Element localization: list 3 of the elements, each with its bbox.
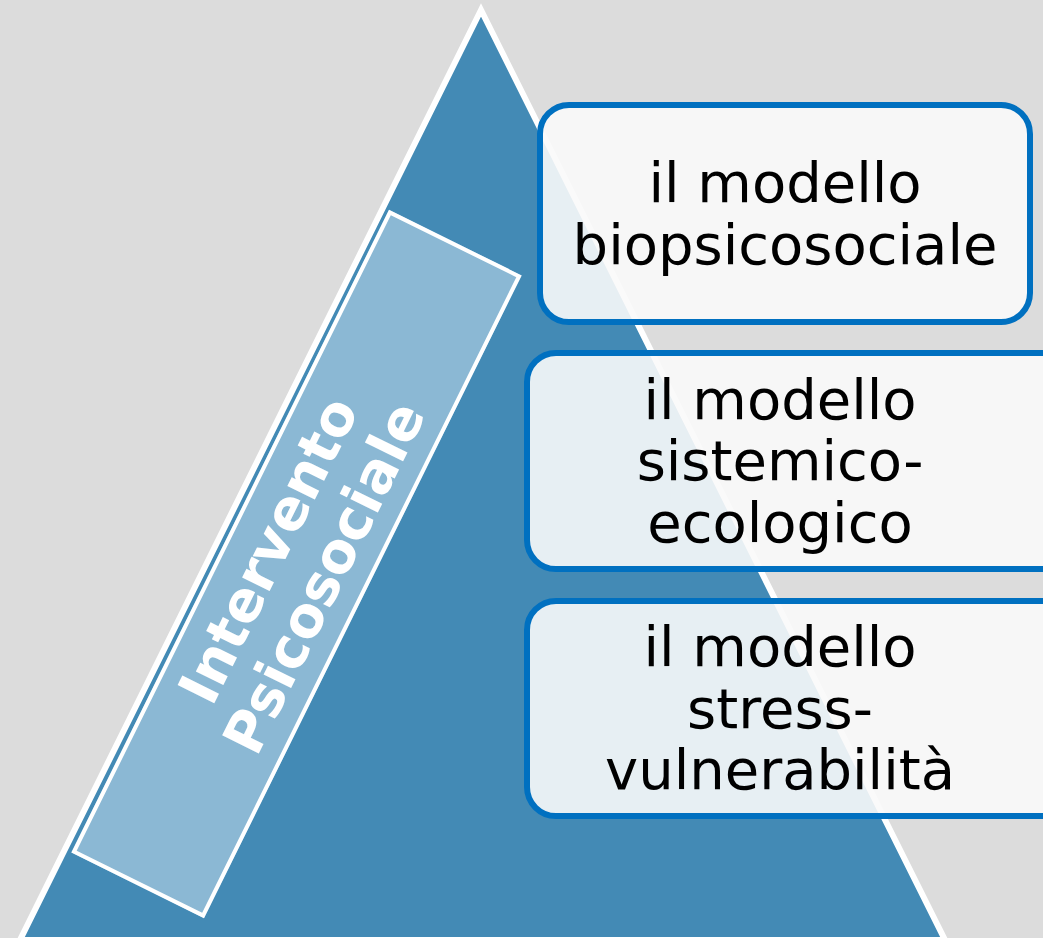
model-box: il modello sistemico-ecologico	[524, 350, 1043, 572]
model-box: il modello biopsicosociale	[537, 102, 1033, 325]
model-box: il modello stress-vulnerabilità	[524, 598, 1043, 819]
